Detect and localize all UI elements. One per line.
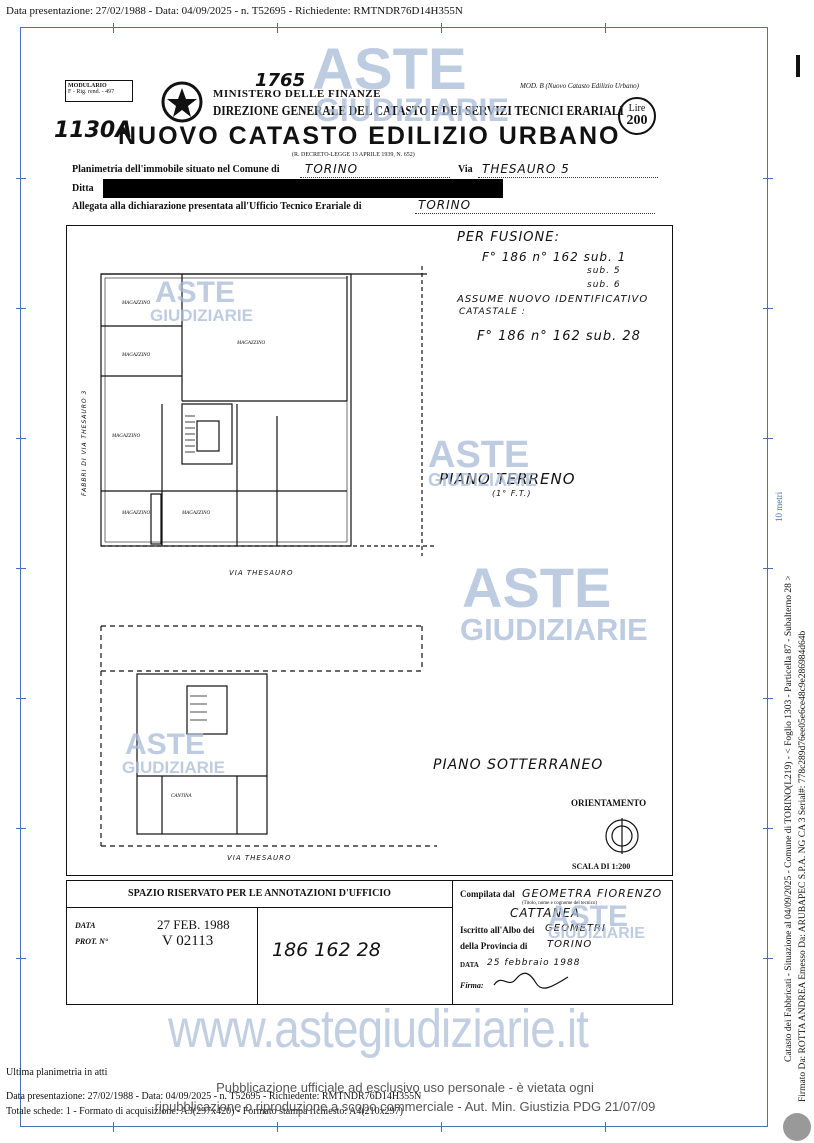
watermark-aste-6: ASTE: [548, 900, 629, 933]
room-label: MAGAZZINO: [182, 511, 211, 516]
watermark-giudiziarie-4: GIUDIZIARIE: [460, 612, 648, 647]
annotations-box: SPAZIO RISERVATO PER LE ANNOTAZIONI D'UF…: [66, 880, 673, 1005]
watermark-site: www.astegiudiziarie.it: [168, 999, 589, 1059]
modulario-box: MODULARIO F - Rig. rend. - 497: [65, 80, 133, 102]
compilata-value: GEOMETRA FIORENZO: [522, 887, 663, 900]
floor-plan: PER FUSIONE: F° 186 n° 162 sub. 1 sub. 5…: [66, 225, 673, 876]
data-label: DATA: [75, 921, 96, 930]
assume-line2: CATASTALE :: [459, 307, 526, 317]
room-label: MAGAZZINO: [112, 434, 141, 439]
footer-notice-1: Pubblicazione ufficiale ad esclusivo uso…: [216, 1080, 594, 1095]
compilata-name: CATTANEA: [510, 906, 581, 920]
ministero: MINISTERO DELLE FINANZE: [213, 88, 381, 100]
provincia-value: TORINO: [547, 939, 593, 950]
footer-totale: Totale schede: 1 - Formato di acquisizio…: [6, 1106, 403, 1117]
comune-value: TORINO: [305, 162, 359, 176]
room-label: MAGAZZINO: [122, 511, 151, 516]
page-frame: [16, 23, 773, 1132]
provincia-label: della Provincia di: [460, 941, 528, 951]
via-label: Via: [458, 164, 473, 175]
footer-notice-2: ripubblicazione o riproduzione a scopo c…: [154, 1099, 656, 1114]
lire-stamp: Lire 200: [618, 97, 656, 135]
side-firmato-line: Firmato Da: ROTTA ANDREA Emesso Da: ARUB…: [798, 630, 808, 1102]
firma-label: Firma:: [460, 981, 484, 990]
floor-plan-drawing: [100, 266, 639, 854]
annotations-title: SPAZIO RISERVATO PER LE ANNOTAZIONI D'UF…: [67, 881, 453, 908]
data2-value: 25 febbraio 1988: [487, 958, 581, 968]
watermark-giudiziarie-3: GIUDIZIARIE: [428, 470, 538, 490]
lire-value: 200: [626, 113, 648, 128]
redacted-ditta: [103, 179, 503, 198]
data2-label: DATA: [460, 961, 479, 969]
modulario-sub: F - Rig. rend. - 497: [68, 89, 115, 95]
seal-icon: [783, 1113, 811, 1141]
catasto-title: NUOVO CATASTO EDILIZIO URBANO: [118, 122, 621, 150]
piano-terreno: PIANO TERRENO: [439, 470, 576, 488]
via-thesauro-label-2: VIA THESAURO: [227, 854, 292, 862]
fusione-title: PER FUSIONE:: [457, 230, 560, 245]
room-label: MAGAZZINO: [122, 301, 151, 306]
piano-terreno-sub: (1° F.T.): [492, 489, 532, 498]
emblem-icon: [161, 81, 203, 123]
iscritto-label: Iscritto all'Albo dei: [460, 925, 535, 935]
ufficio-value: TORINO: [418, 198, 472, 212]
mod-label: MOD. B (Nuovo Catasto Edilizio Urbano): [520, 82, 639, 90]
watermark-giudiziarie-1: GIUDIZIARIE: [315, 92, 509, 128]
side-catasto-line: Catasto dei Fabbricati - Situazione al 0…: [784, 575, 794, 1062]
room-label: MAGAZZINO: [122, 353, 151, 358]
scala-label: SCALA DI 1:200: [572, 862, 631, 871]
room-label: CANTINA: [171, 794, 192, 799]
data-value: 27 FEB. 1988: [157, 917, 230, 932]
via-side-label: FABBRI DI VIA THESAURO 3: [81, 389, 88, 496]
id-value: 186 162 28: [272, 939, 381, 961]
new-identifier: F° 186 n° 162 sub. 28: [477, 329, 641, 344]
watermark-aste-3: ASTE: [428, 434, 530, 476]
prot-label: PROT. N°: [75, 937, 109, 946]
planimetria-label: Planimetria dell'immobile situato nel Co…: [72, 164, 280, 175]
scale-label: 10 metri: [774, 491, 784, 522]
ditta-label: Ditta: [72, 183, 94, 194]
direzione: DIREZIONE GENERALE DEL CATASTO E DEI SER…: [213, 104, 624, 119]
footer-data-line: Data presentazione: 27/02/1988 - Data: 0…: [6, 1091, 422, 1102]
prot-value: V 02113: [162, 933, 214, 949]
lire-label: Lire: [628, 103, 646, 114]
piano-sotterraneo: PIANO SOTTERRANEO: [433, 757, 604, 773]
via-value: THESAURO 5: [482, 162, 570, 176]
top-meta: Data presentazione: 27/02/1988 - Data: 0…: [6, 5, 463, 17]
watermark-aste-1: ASTE: [312, 37, 467, 102]
hand-top-number: 1765: [255, 70, 306, 91]
modulario-label: MODULARIO: [68, 83, 107, 89]
signature-scribble: [493, 972, 569, 989]
hand-left-number: 1130A: [54, 118, 133, 143]
via-thesauro-label: VIA THESAURO: [229, 569, 294, 577]
assume-line1: ASSUME NUOVO IDENTIFICATIVO: [457, 294, 649, 305]
page-mark: [796, 55, 800, 77]
watermark-giudiziarie-6: GIUDIZIARIE: [548, 925, 645, 942]
fusione-line1: F° 186 n° 162 sub. 1: [482, 250, 627, 264]
watermark-giudiziarie-2: GIUDIZIARIE: [150, 306, 253, 325]
watermark-aste-2: ASTE: [155, 276, 236, 309]
watermark-aste-5: ASTE: [125, 728, 206, 761]
orientamento-label: ORIENTAMENTO: [571, 798, 647, 808]
decreto: (R. DECRETO-LEGGE 13 APRILE 1939, N. 652…: [292, 152, 415, 158]
fusione-line2: sub. 5: [587, 266, 621, 276]
fusione-line3: sub. 6: [587, 280, 621, 290]
watermark-aste-4: ASTE: [462, 556, 612, 619]
compilata-label: Compilata dal: [460, 889, 515, 899]
room-label: MAGAZZINO: [237, 341, 266, 346]
watermark-giudiziarie-5: GIUDIZIARIE: [122, 758, 225, 777]
annotations-date-cell: [67, 907, 258, 1004]
compilata-sub: (Titolo, nome e cognome del tecnico): [522, 901, 598, 906]
iscritto-value: GEOMETRI: [545, 923, 606, 934]
allegata-label: Allegata alla dichiarazione presentata a…: [72, 201, 362, 212]
footer-ultima: Ultima planimetria in atti: [6, 1067, 108, 1078]
